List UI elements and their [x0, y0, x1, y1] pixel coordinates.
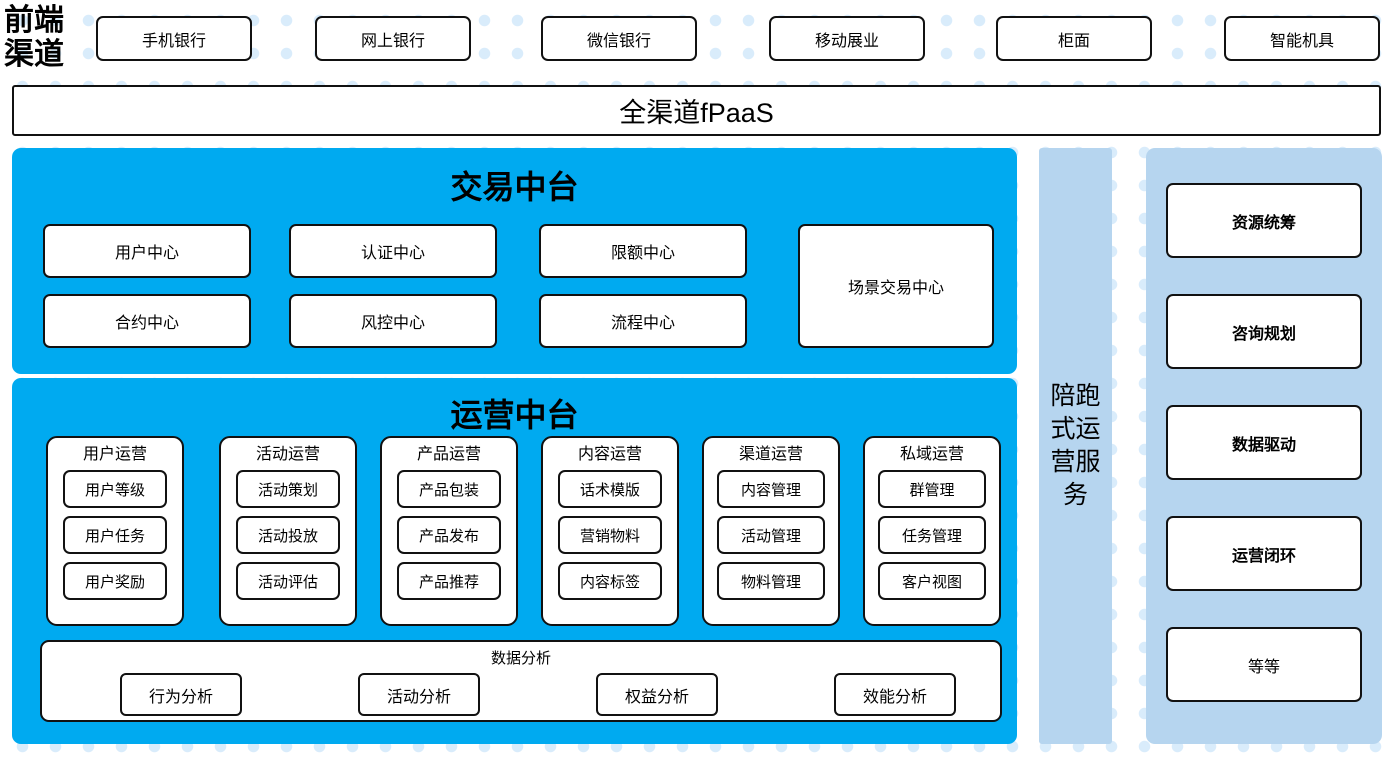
tx-box-process-center[interactable]: 流程中心 — [539, 294, 747, 348]
service-card-data-driven[interactable]: 数据驱动 — [1166, 405, 1362, 480]
op-group-title: 用户运营 — [82, 446, 147, 463]
op-group-title: 内容运营 — [577, 446, 642, 463]
op-group-private-domain-operation: 私域运营 群管理 任务管理 客户视图 — [863, 436, 1001, 626]
da-item-behavior-analysis[interactable]: 行为分析 — [120, 673, 242, 716]
fpaas-label: 全渠道fPaaS — [619, 98, 774, 128]
op-item[interactable]: 话术模版 — [558, 470, 662, 508]
tx-box-auth-center[interactable]: 认证中心 — [289, 224, 497, 278]
op-item[interactable]: 活动投放 — [236, 516, 340, 554]
op-item[interactable]: 用户奖励 — [63, 562, 167, 600]
op-group-product-operation: 产品运营 产品包装 产品发布 产品推荐 — [380, 436, 518, 626]
tx-box-limit-center[interactable]: 限额中心 — [539, 224, 747, 278]
fpaas-bar[interactable]: 全渠道fPaaS — [12, 85, 1381, 136]
transaction-platform-panel: 交易中台 用户中心 认证中心 限额中心 合约中心 风控中心 流程中心 场景交易中… — [12, 148, 1017, 374]
front-channel-label: 前端 渠道 — [4, 2, 90, 74]
op-item[interactable]: 内容标签 — [558, 562, 662, 600]
op-item[interactable]: 产品发布 — [397, 516, 501, 554]
op-item[interactable]: 物料管理 — [717, 562, 825, 600]
service-card-consulting-planning[interactable]: 咨询规划 — [1166, 294, 1362, 369]
channel-box-counter[interactable]: 柜面 — [996, 16, 1152, 61]
channel-box-mobile-field[interactable]: 移动展业 — [769, 16, 925, 61]
service-card-operation-closed-loop[interactable]: 运营闭环 — [1166, 516, 1362, 591]
op-item[interactable]: 产品包装 — [397, 470, 501, 508]
op-item[interactable]: 产品推荐 — [397, 562, 501, 600]
accompany-service-label: 陪跑式运营服务 — [1050, 382, 1101, 509]
operation-platform-title: 运营中台 — [450, 397, 579, 433]
transaction-platform-title: 交易中台 — [450, 169, 579, 205]
data-analysis-title: 数据分析 — [490, 650, 551, 667]
op-group-title: 渠道运营 — [738, 446, 803, 463]
op-group-title: 产品运营 — [416, 446, 481, 463]
da-item-benefit-analysis[interactable]: 权益分析 — [596, 673, 718, 716]
op-item[interactable]: 活动策划 — [236, 470, 340, 508]
op-item[interactable]: 任务管理 — [878, 516, 986, 554]
channel-box-wechat-bank[interactable]: 微信银行 — [541, 16, 697, 61]
data-analysis-block: 数据分析 行为分析 活动分析 权益分析 效能分析 — [40, 640, 1002, 722]
accompany-service-column: 陪跑式运营服务 — [1039, 148, 1112, 744]
op-group-activity-operation: 活动运营 活动策划 活动投放 活动评估 — [219, 436, 357, 626]
op-group-channel-operation: 渠道运营 内容管理 活动管理 物料管理 — [702, 436, 840, 626]
service-card-panel: 资源统筹 咨询规划 数据驱动 运营闭环 等等 — [1146, 148, 1382, 744]
tx-box-scene-transaction-center[interactable]: 场景交易中心 — [798, 224, 994, 348]
tx-box-risk-center[interactable]: 风控中心 — [289, 294, 497, 348]
front-channel-label-line2: 渠道 — [4, 38, 64, 71]
op-item[interactable]: 客户视图 — [878, 562, 986, 600]
op-item[interactable]: 用户任务 — [63, 516, 167, 554]
op-item[interactable]: 内容管理 — [717, 470, 825, 508]
service-card-resource-coordination[interactable]: 资源统筹 — [1166, 183, 1362, 258]
op-group-title: 活动运营 — [255, 446, 320, 463]
op-item[interactable]: 群管理 — [878, 470, 986, 508]
operation-platform-panel: 运营中台 用户运营 用户等级 用户任务 用户奖励 活动运营 活动策划 活动投放 … — [12, 378, 1017, 744]
tx-box-contract-center[interactable]: 合约中心 — [43, 294, 251, 348]
front-channel-label-line1: 前端 — [4, 4, 64, 37]
op-group-user-operation: 用户运营 用户等级 用户任务 用户奖励 — [46, 436, 184, 626]
channel-box-smart-machine[interactable]: 智能机具 — [1224, 16, 1380, 61]
da-item-activity-analysis[interactable]: 活动分析 — [358, 673, 480, 716]
service-card-etc[interactable]: 等等 — [1166, 627, 1362, 702]
channel-box-mobile-bank[interactable]: 手机银行 — [96, 16, 252, 61]
tx-box-user-center[interactable]: 用户中心 — [43, 224, 251, 278]
op-group-title: 私域运营 — [899, 446, 964, 463]
op-item[interactable]: 活动管理 — [717, 516, 825, 554]
op-group-content-operation: 内容运营 话术模版 营销物料 内容标签 — [541, 436, 679, 626]
op-item[interactable]: 营销物料 — [558, 516, 662, 554]
da-item-efficiency-analysis[interactable]: 效能分析 — [834, 673, 956, 716]
op-item[interactable]: 活动评估 — [236, 562, 340, 600]
op-item[interactable]: 用户等级 — [63, 470, 167, 508]
channel-box-online-bank[interactable]: 网上银行 — [315, 16, 471, 61]
